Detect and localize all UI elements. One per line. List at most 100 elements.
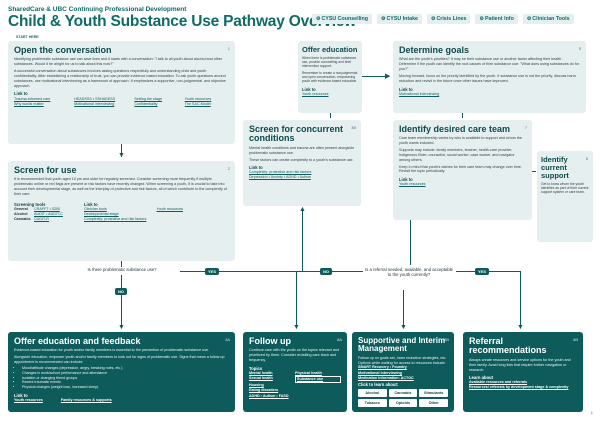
box-title: Offer education [302, 45, 358, 54]
question-referral-needed: Is a referral needed, available, and acc… [364, 267, 454, 278]
link-headsss[interactable]: HEADSSS • SSHADESS [74, 97, 116, 102]
box-determine-goals: 5 Determine goals What are the youth's p… [393, 41, 586, 113]
link-substance-use[interactable]: Substance use [295, 376, 341, 384]
substance-tobacco-button[interactable]: Tobacco [358, 398, 387, 407]
link-crisis-lines[interactable]: ⚙Crisis Lines [426, 14, 471, 24]
link-youth-resources[interactable]: Youth resources [184, 97, 212, 102]
link-why-words-matter[interactable]: Why words matter [14, 102, 44, 107]
box-title: Offer education and feedback [14, 336, 141, 346]
link-smart-recovery[interactable]: SMART Recovery • Foundry [358, 365, 407, 370]
arrow-down-icon: ▼ [293, 324, 300, 331]
step-number: 8A [337, 337, 342, 342]
link-alcohol-tools[interactable]: AUDIT • AUDIT-C [34, 211, 63, 216]
box-title: Identify desired care team [399, 124, 511, 134]
link-developmental-stage[interactable]: Developmental stage [84, 211, 119, 216]
link-motivational-interviewing[interactable]: Motivational interviewing [74, 102, 115, 107]
step-number: 8B [444, 337, 449, 342]
link-heading: Screening tools [14, 201, 46, 207]
page-title: Child & Youth Substance Use Pathway Over… [8, 13, 357, 30]
link-complexity[interactable]: Complexity: protective and risk factors [249, 170, 312, 175]
link-resources-by-stage[interactable]: Resources/ referrals by development stag… [469, 385, 569, 390]
substance-cannabis-button[interactable]: Cannabis [388, 388, 418, 397]
link-cysu-intake[interactable]: ⚙CYSU Intake [376, 14, 422, 24]
link-adhd-autism-fasd[interactable]: ADHD • Autism • FASD [249, 393, 289, 398]
link-motivational-interviewing[interactable]: Motivational interviewing [399, 91, 440, 96]
link-complexity[interactable]: Complexity: protective and risk factors [84, 217, 147, 222]
step-number: 3A [225, 337, 230, 342]
link-youth-resources[interactable]: Youth resources [302, 91, 329, 96]
step-number: 4 [354, 46, 357, 51]
step-number: 6 [585, 156, 588, 161]
link-sac-model[interactable]: The SAC Model [184, 102, 211, 107]
link-general-tools[interactable]: CRAFFT • S2BI [34, 206, 60, 211]
connector-5-7 [462, 113, 463, 118]
link-cysu-counselling[interactable]: ⚙CYSU Counselling [312, 14, 372, 24]
step-number: 2 [227, 166, 230, 171]
arrow-right-icon: ▶ [385, 73, 391, 80]
page-number: 1 [590, 410, 593, 415]
step-number: 3B [351, 125, 356, 130]
substance-alcohol-button[interactable]: Alcohol [358, 388, 387, 397]
gear-icon: ⚙ [380, 16, 386, 22]
tool-category: General [14, 206, 28, 211]
link-medication-info[interactable]: Medication Information: ACTOC [358, 375, 414, 380]
link-sexual-health[interactable]: Sexual health [249, 376, 273, 381]
box-text: Remember to create a nonjudgmental and o… [302, 70, 358, 84]
link-available-resources[interactable]: Available resources and referrals [469, 380, 528, 385]
link-setting-stage[interactable]: Setting the stage [134, 97, 163, 102]
list-item: Recent traumatic events [22, 380, 229, 385]
step-number: 8B [573, 337, 578, 342]
gear-icon: ⚙ [316, 16, 321, 22]
link-physical-health[interactable]: Physical health [295, 370, 322, 375]
box-text: When there is problematic substance use,… [302, 55, 357, 69]
link-youth-resources[interactable]: Youth resources [399, 182, 426, 187]
box-text: Continue care with the youth on the topi… [249, 348, 339, 363]
box-open-conversation: 1 Open the conversation Identifying prob… [8, 41, 235, 144]
box-offer-education: 4 Offer education When there is problema… [298, 41, 362, 113]
link-concurrent-conditions[interactable]: Depression • Anxiety • ADHD • Autism [249, 175, 311, 180]
link-eating-disorders[interactable]: Eating disorders [249, 388, 279, 393]
box-title: Screen for use [14, 165, 77, 175]
box-text: It is recommended that youth aged 10 yrs… [14, 177, 227, 196]
box-text: Always create resources and service opti… [469, 357, 571, 372]
box-text: Follow up on goals set, harm reduction s… [358, 355, 447, 365]
no-label: NO [320, 268, 332, 275]
step-number: 1 [227, 46, 230, 51]
yes-label: YES [205, 268, 220, 275]
learn-heading: Click to learn about: [358, 381, 399, 387]
question-problematic-use: Is there problematic substance use? [87, 267, 157, 272]
box-text: Get to know whom the youth identifies as… [541, 181, 589, 195]
yes-label: YES [475, 268, 490, 275]
box-title: Open the conversation [14, 45, 112, 55]
box-title: Determine goals [399, 45, 470, 55]
box-text: Keep in mind that youth's wishes for the… [399, 164, 522, 174]
box-current-support: 6 Identify current support Get to know w… [537, 151, 593, 242]
box-text: Identifying problematic substance use ca… [14, 57, 223, 67]
link-housing[interactable]: Housing [249, 383, 264, 388]
link-confidentiality[interactable]: Confidentiality [134, 102, 158, 107]
link-motivational-interviewing[interactable]: Motivational interviewing [358, 370, 403, 375]
arrow-up-icon: ▲ [299, 206, 306, 213]
link-patient-info[interactable]: ⚙Patient Info [475, 14, 518, 24]
link-cannabis-tools[interactable]: CUDIT-R [34, 217, 49, 222]
link-clinician-tools[interactable]: Clinician tools [84, 206, 107, 211]
box-text: Supports may include: family members, te… [399, 148, 515, 162]
substance-stimulants-button[interactable]: Stimulants [419, 388, 448, 397]
link-heading: Link to [84, 201, 98, 207]
connector-4-5 [362, 76, 389, 77]
link-trauma-informed-care[interactable]: Trauma-informed care [14, 97, 51, 102]
link-youth-resources[interactable]: Youth resources [14, 398, 43, 403]
box-text: Moving forward, focus on the priority id… [399, 73, 576, 83]
link-heading: Link to [14, 393, 28, 399]
warning-signs-list: Mood/attitude changes (depression, angry… [22, 366, 229, 390]
link-heading: Link to [399, 177, 413, 183]
link-family-resources[interactable]: Family resources & supports [60, 398, 112, 403]
gear-icon: ⚙ [430, 16, 436, 22]
link-clinician-tools[interactable]: ⚙Clinician Tools [522, 14, 574, 24]
link-youth-resources[interactable]: Youth resources [156, 206, 184, 211]
substance-other-button[interactable]: Other [419, 398, 448, 407]
substance-opioids-button[interactable]: Opioids [388, 398, 418, 407]
link-mental-health[interactable]: Mental health [249, 370, 273, 375]
connector-to-3b [302, 210, 303, 271]
box-supportive-interim: 8B Supportive and Interim Management Fol… [352, 332, 454, 412]
